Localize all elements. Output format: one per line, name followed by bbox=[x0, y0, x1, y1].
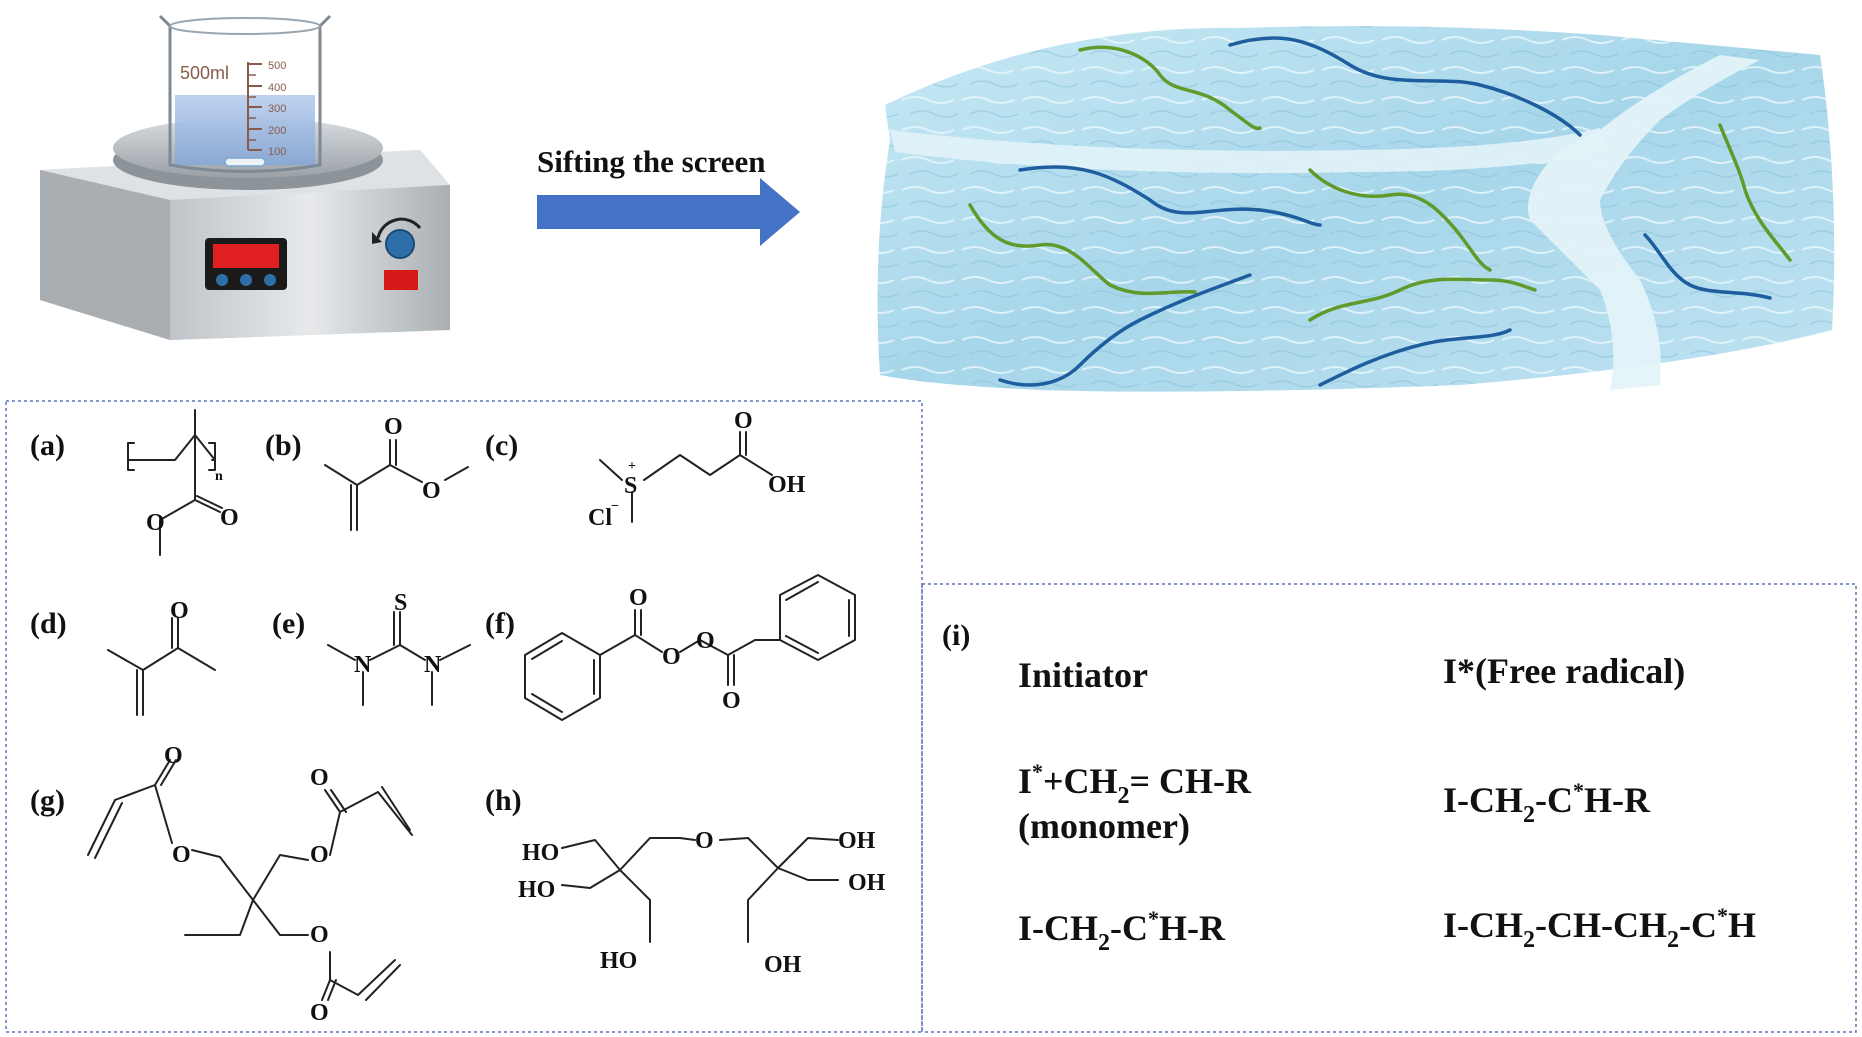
structure-label: (c) bbox=[485, 429, 518, 462]
atom-o: O bbox=[170, 598, 189, 624]
atom-o: O bbox=[310, 1000, 329, 1026]
red-display bbox=[213, 244, 279, 268]
process-arrow: Sifting the screen bbox=[537, 144, 800, 246]
arrow-label: Sifting the screen bbox=[537, 144, 765, 179]
reaction-label: (i) bbox=[942, 619, 970, 652]
row3-right: I-CH2-CH-CH2-C*H bbox=[1443, 903, 1756, 953]
structure-a: (a) n O O bbox=[30, 409, 239, 556]
structure-label: (h) bbox=[485, 784, 522, 817]
polymer-chain-green bbox=[1078, 45, 1262, 131]
polymer-chain-blue bbox=[1018, 165, 1322, 227]
gel-texture bbox=[877, 26, 1835, 392]
reaction-panel bbox=[921, 583, 1857, 1033]
polymer-chain-blue bbox=[998, 273, 1252, 387]
atom-o: O bbox=[695, 828, 714, 854]
charge-minus: − bbox=[611, 499, 619, 514]
polymer-chain-blue bbox=[1643, 233, 1772, 300]
atom-o: O bbox=[662, 644, 681, 670]
benzene-ring bbox=[779, 574, 856, 661]
structure-d: (d) O bbox=[30, 598, 216, 716]
scale-mark: 300 bbox=[268, 103, 286, 115]
rotation-arrow-icon bbox=[376, 217, 422, 239]
beaker: 500ml 500 400 300 200 100 bbox=[158, 14, 332, 173]
structure-label: (g) bbox=[30, 784, 65, 817]
structure-h: (h) HO HO HO O OH OH OH bbox=[485, 784, 886, 978]
atom-ho: HO bbox=[600, 948, 637, 974]
reaction-scheme: (i) Initiator I*(Free radical) I*+CH2= C… bbox=[942, 619, 1756, 956]
row1-right: I*(Free radical) bbox=[1443, 651, 1685, 691]
atom-oh: OH bbox=[768, 472, 806, 498]
right-arrow-icon bbox=[537, 178, 800, 246]
beaker-liquid bbox=[175, 95, 315, 165]
atom-oh: OH bbox=[764, 952, 802, 978]
row3-left: I-CH2-C*H-R bbox=[1018, 906, 1226, 956]
scale-mark: 200 bbox=[268, 125, 286, 137]
gel-crack-vertical bbox=[1528, 55, 1760, 390]
atom-o: O bbox=[696, 628, 715, 654]
stir-bar bbox=[224, 157, 266, 167]
atom-s: S bbox=[624, 473, 637, 499]
hot-plate-stirrer bbox=[40, 118, 450, 340]
stirrer-side bbox=[40, 170, 170, 340]
structure-c: (c) O OH S + Cl − bbox=[485, 408, 806, 531]
atom-o: O bbox=[164, 743, 183, 769]
structure-f: (f) O O O O bbox=[485, 574, 856, 721]
structure-label: (d) bbox=[30, 607, 67, 640]
button-3 bbox=[264, 274, 276, 286]
speed-knob bbox=[385, 229, 415, 259]
button-2 bbox=[240, 274, 252, 286]
structures-panel bbox=[5, 400, 923, 1033]
row1-left: Initiator bbox=[1018, 655, 1148, 695]
polymer-chain-green bbox=[1308, 168, 1492, 272]
polymer-chain-green bbox=[968, 203, 1197, 296]
atom-o: O bbox=[146, 510, 165, 536]
row2-left: I*+CH2= CH-R bbox=[1018, 759, 1252, 809]
atom-o: O bbox=[629, 585, 648, 611]
atom-n: n bbox=[215, 469, 223, 484]
scale-mark: 400 bbox=[268, 82, 286, 94]
hydrogel-block bbox=[877, 26, 1835, 392]
stirrer-front bbox=[170, 185, 450, 340]
polymer-chain-green bbox=[1718, 123, 1792, 262]
button-1 bbox=[216, 274, 228, 286]
atom-n: N bbox=[354, 652, 372, 678]
atom-s: S bbox=[394, 590, 407, 616]
beaker-glass bbox=[158, 14, 332, 173]
polymer-chain-blue bbox=[1228, 36, 1582, 137]
charge-plus: + bbox=[628, 459, 636, 474]
structure-label: (a) bbox=[30, 429, 65, 462]
atom-ho: HO bbox=[518, 877, 555, 903]
benzene-ring bbox=[524, 632, 601, 721]
structure-label: (f) bbox=[485, 607, 515, 640]
atom-cl: Cl bbox=[588, 505, 612, 531]
row2-left-monomer: (monomer) bbox=[1018, 806, 1190, 846]
atom-oh: OH bbox=[838, 828, 876, 854]
beaker-volume-label: 500ml bbox=[180, 63, 229, 83]
atom-o: O bbox=[422, 478, 441, 504]
atom-n: N bbox=[424, 652, 442, 678]
atom-o: O bbox=[384, 414, 403, 440]
power-switch bbox=[384, 270, 418, 290]
polymer-chain-green bbox=[1308, 277, 1537, 322]
structure-b: (b) O O bbox=[265, 414, 469, 531]
structure-e: (e) S N N bbox=[272, 590, 471, 706]
row2-right: I-CH2-C*H-R bbox=[1443, 778, 1651, 828]
structure-label: (b) bbox=[265, 429, 302, 462]
polymer-chain-blue bbox=[1318, 328, 1512, 387]
atom-o: O bbox=[220, 505, 239, 531]
atom-ho: HO bbox=[522, 840, 559, 866]
atom-o: O bbox=[310, 922, 329, 948]
atom-o: O bbox=[172, 842, 191, 868]
gel-crack-horizontal bbox=[890, 128, 1610, 174]
scale-mark: 100 bbox=[268, 146, 286, 158]
atom-o: O bbox=[722, 688, 741, 714]
atom-o: O bbox=[310, 765, 329, 791]
scale-mark: 500 bbox=[268, 60, 286, 72]
structure-g: (g) O O O O O O bbox=[30, 743, 413, 1026]
atom-o: O bbox=[734, 408, 753, 434]
structure-label: (e) bbox=[272, 607, 305, 640]
atom-o: O bbox=[310, 842, 329, 868]
atom-oh: OH bbox=[848, 870, 886, 896]
